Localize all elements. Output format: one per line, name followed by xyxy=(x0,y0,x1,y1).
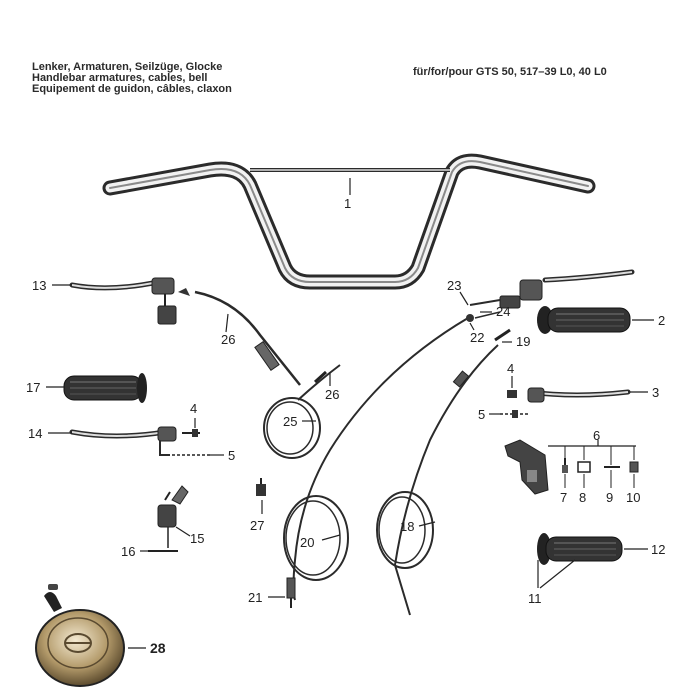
callout-3: 3 xyxy=(652,385,659,400)
model-label: für/for/pour GTS 50, 517–39 L0, 40 L0 xyxy=(413,66,607,78)
title-english: Handlebar armatures, cables, bell xyxy=(32,72,208,84)
callout-11: 11 xyxy=(528,591,542,606)
callout-14: 14 xyxy=(28,426,42,441)
callout-5-left: 5 xyxy=(228,448,235,463)
clamp-15 xyxy=(148,485,189,552)
callout-20: 20 xyxy=(300,535,314,550)
part-27 xyxy=(256,478,266,496)
callout-27: 27 xyxy=(250,518,264,533)
callout-26-lower: 26 xyxy=(325,387,339,402)
title-french: Equipement de guidon, câbles, claxon xyxy=(32,83,232,95)
left-grip xyxy=(63,373,147,403)
lever-14 xyxy=(69,426,210,456)
callout-17: 17 xyxy=(26,380,40,395)
callout-1: 1 xyxy=(344,196,351,211)
callout-26-upper: 26 xyxy=(221,332,235,347)
right-grip-throttle xyxy=(537,306,631,334)
callout-15: 15 xyxy=(190,531,204,546)
right-grip-12 xyxy=(537,533,623,565)
right-lever-assembly xyxy=(466,269,635,342)
callout-28: 28 xyxy=(150,640,166,656)
handlebar xyxy=(102,153,596,290)
callout-16: 16 xyxy=(121,544,135,559)
bell xyxy=(35,584,125,687)
cable-25 xyxy=(194,290,341,459)
callout-24: 24 xyxy=(496,304,510,319)
cable-20 xyxy=(283,317,469,608)
left-brake-lever xyxy=(69,277,190,325)
callout-13: 13 xyxy=(32,278,46,293)
callout-10: 10 xyxy=(626,490,640,505)
callout-19: 19 xyxy=(516,334,530,349)
callout-22: 22 xyxy=(470,330,484,345)
callout-25: 25 xyxy=(283,414,297,429)
callout-21: 21 xyxy=(248,590,262,605)
cable-18 xyxy=(376,344,499,616)
callout-18: 18 xyxy=(400,519,414,534)
title-block: Lenker, Armaturen, Seilzüge, Glocke Hand… xyxy=(32,62,232,95)
callout-9: 9 xyxy=(606,490,613,505)
callout-4-right: 4 xyxy=(507,361,514,376)
switch-housing xyxy=(504,439,639,495)
callout-6: 6 xyxy=(593,428,600,443)
lever-3 xyxy=(500,387,631,418)
callout-12: 12 xyxy=(651,542,665,557)
callout-5-right: 5 xyxy=(478,407,485,422)
callout-7: 7 xyxy=(560,490,567,505)
callout-4-left: 4 xyxy=(190,401,197,416)
callout-8: 8 xyxy=(579,490,586,505)
callout-23: 23 xyxy=(447,278,461,293)
title-german: Lenker, Armaturen, Seilzüge, Glocke xyxy=(32,61,223,73)
callout-2: 2 xyxy=(658,313,665,328)
